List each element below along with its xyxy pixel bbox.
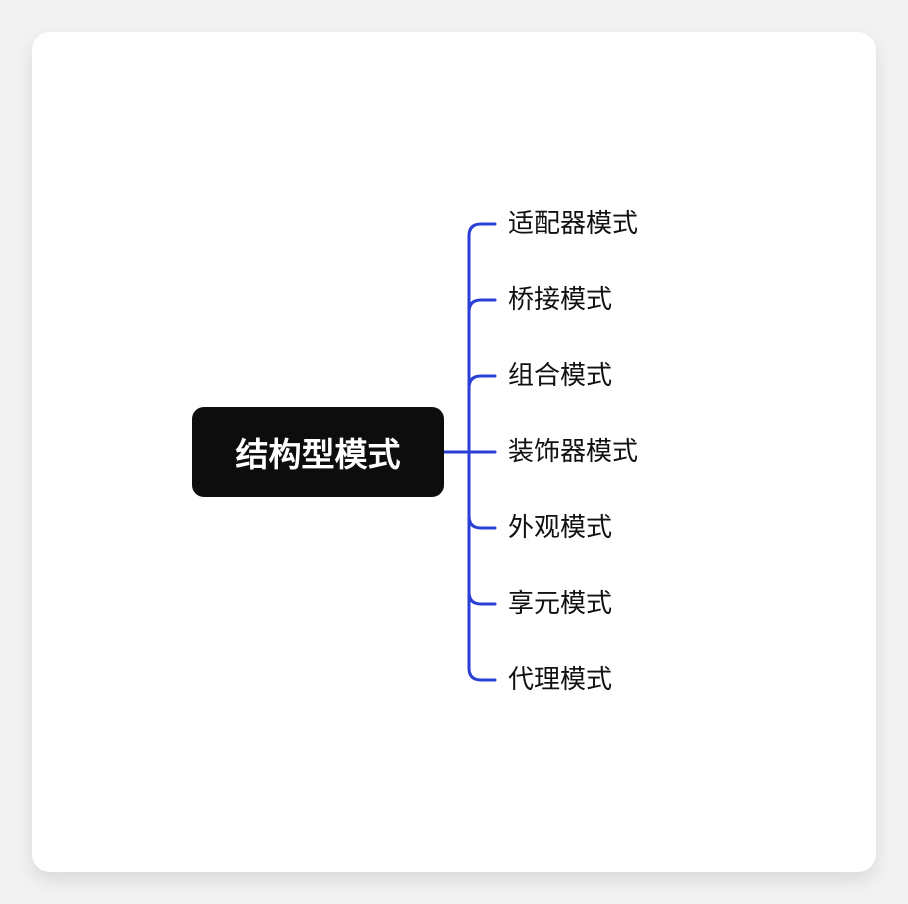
child-node-label: 组合模式 [508,361,613,391]
child-node-adapter[interactable]: 适配器模式 [508,206,638,242]
root-node[interactable]: 结构型模式 [192,407,444,497]
connector-branch-5 [467,514,497,530]
child-node-proxy[interactable]: 代理模式 [508,662,612,698]
root-node-label: 结构型模式 [235,435,401,474]
child-node-bridge[interactable]: 桥接模式 [508,282,612,318]
child-node-label: 装饰器模式 [508,437,639,467]
child-node-label: 代理模式 [508,665,613,695]
child-node-composite[interactable]: 组合模式 [508,358,612,394]
child-node-label: 适配器模式 [508,209,639,239]
connector-branch-7 [467,666,497,682]
connector-branch-6 [467,590,497,606]
child-node-decorator[interactable]: 装饰器模式 [508,434,638,470]
child-node-facade[interactable]: 外观模式 [508,510,612,546]
child-node-label: 外观模式 [508,513,613,543]
connector-branch-2 [467,298,497,314]
child-node-label: 桥接模式 [508,285,613,315]
connector-branch-3 [467,374,497,390]
child-node-flyweight[interactable]: 享元模式 [508,586,612,622]
child-node-label: 享元模式 [508,589,613,619]
connector-branch-1 [467,222,497,238]
